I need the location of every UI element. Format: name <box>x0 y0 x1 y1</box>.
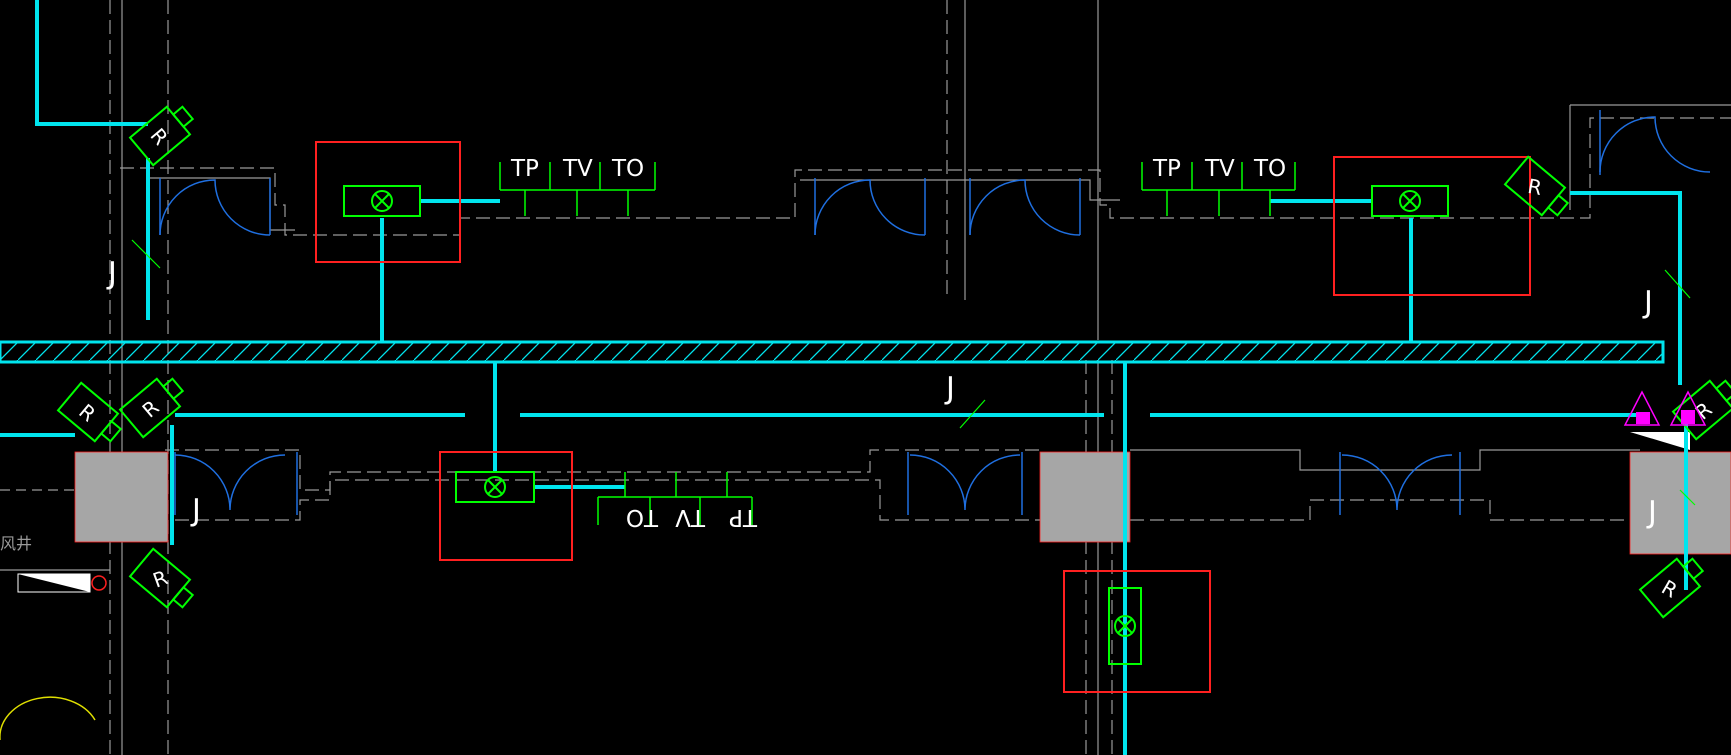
camera-label: R <box>1526 174 1544 200</box>
outlet-label-to: TO <box>626 504 659 530</box>
junction-markers: J J J J J <box>106 239 1696 530</box>
trunk-cables <box>0 0 1688 755</box>
wireless-ap-icon[interactable] <box>1108 587 1142 665</box>
outlet-label-tv: TV <box>675 504 706 530</box>
wireless-access-points <box>343 185 1449 665</box>
door-swing-icon <box>1339 452 1461 515</box>
outlet-label-tv: TV <box>562 156 593 182</box>
coverage-zone <box>1063 570 1211 693</box>
outlet-label-to: TO <box>611 156 644 182</box>
coverage-zones <box>315 141 1531 693</box>
outlet-label-tp: TP <box>1152 156 1181 182</box>
cctv-camera-icon[interactable]: R <box>1639 550 1711 619</box>
door-swing-icon <box>159 178 271 236</box>
cctv-camera-icon[interactable]: R <box>129 98 201 167</box>
outlet-group[interactable]: TO TV TP <box>597 472 758 530</box>
column <box>74 451 169 543</box>
column <box>1039 451 1131 543</box>
shaft-marker <box>17 573 107 593</box>
outlet-group[interactable]: TP TV TO <box>1141 156 1296 216</box>
shaft-label: 风井 <box>0 534 32 553</box>
door-swings <box>0 110 1711 740</box>
camera-label: R <box>146 124 173 150</box>
coverage-zone <box>439 451 573 561</box>
camera-label: R <box>74 399 100 426</box>
door-swing-icon <box>814 178 926 236</box>
outlet-label-tv: TV <box>1204 156 1235 182</box>
junction-label: J <box>1646 495 1657 530</box>
alarm-triangle-icon[interactable] <box>1623 390 1661 426</box>
coverage-zone <box>1333 156 1531 296</box>
wireless-ap-icon[interactable] <box>1371 185 1449 217</box>
alarm-devices <box>1623 390 1707 426</box>
cctv-camera-icon[interactable]: R <box>129 547 201 616</box>
shaft-indicator <box>1630 432 1690 450</box>
cctv-camera-icon[interactable]: R <box>1504 155 1576 224</box>
junction-label: J <box>1642 285 1653 320</box>
door-swing-icon <box>1599 110 1711 175</box>
structural-columns <box>74 451 1731 555</box>
junction-label: J <box>190 493 201 528</box>
cctv-camera-icon[interactable]: R <box>119 370 191 439</box>
cctv-camera-icon[interactable]: R <box>57 381 129 450</box>
outlet-label-to: TO <box>1253 156 1286 182</box>
junction-label: J <box>106 256 117 291</box>
door-swing-icon <box>907 452 1023 515</box>
cable-tray-icon <box>0 340 1665 364</box>
wireless-ap-icon[interactable] <box>343 185 421 217</box>
outlet-label-tp: TP <box>729 504 758 530</box>
camera-label: R <box>138 395 164 422</box>
column <box>1629 451 1731 555</box>
outlet-label-tp: TP <box>510 156 539 182</box>
door-swing-icon <box>174 452 298 515</box>
door-swing-icon <box>969 178 1081 236</box>
alarm-triangle-icon[interactable] <box>1669 390 1707 426</box>
junction-label: J <box>944 371 955 406</box>
camera-label: R <box>1657 575 1681 603</box>
outlet-group[interactable]: TP TV TO <box>499 156 656 216</box>
wireless-ap-icon[interactable] <box>455 471 535 503</box>
coverage-zone <box>315 141 461 263</box>
